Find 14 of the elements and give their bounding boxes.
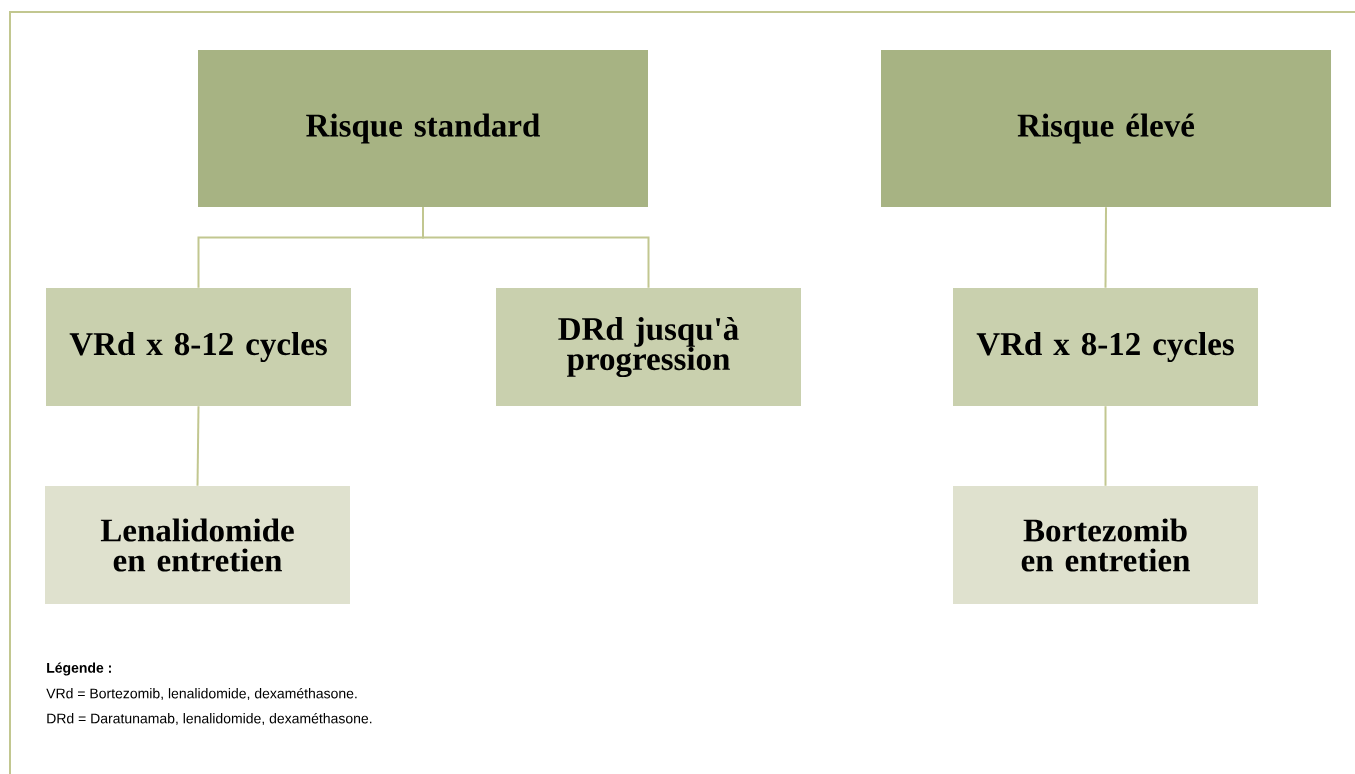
connector-line [1104, 405, 1107, 487]
treatment-box: VRd x 8-12 cycles [46, 288, 351, 406]
category-box: Risque standard [198, 50, 648, 207]
connector-line [1104, 206, 1107, 289]
category-box: Risque élevé [881, 50, 1331, 207]
treatment-box: VRd x 8-12 cycles [953, 288, 1258, 406]
legend-text: VRd = Bortezomib, lenalidomide, dexaméthasone. [46, 687, 357, 701]
maintenance-box: Bortezomib en entretien [953, 486, 1258, 604]
legend-heading: Légende : [47, 662, 111, 676]
maintenance-box: Lenalidomide en entretien [45, 486, 350, 604]
connector-line [196, 405, 200, 487]
connector-line [422, 206, 650, 289]
treatment-box: DRd jusqu'à progression [496, 288, 801, 406]
legend-text: DRd = Daratunamab, lenalidomide, dexaméthasone. [47, 712, 372, 726]
